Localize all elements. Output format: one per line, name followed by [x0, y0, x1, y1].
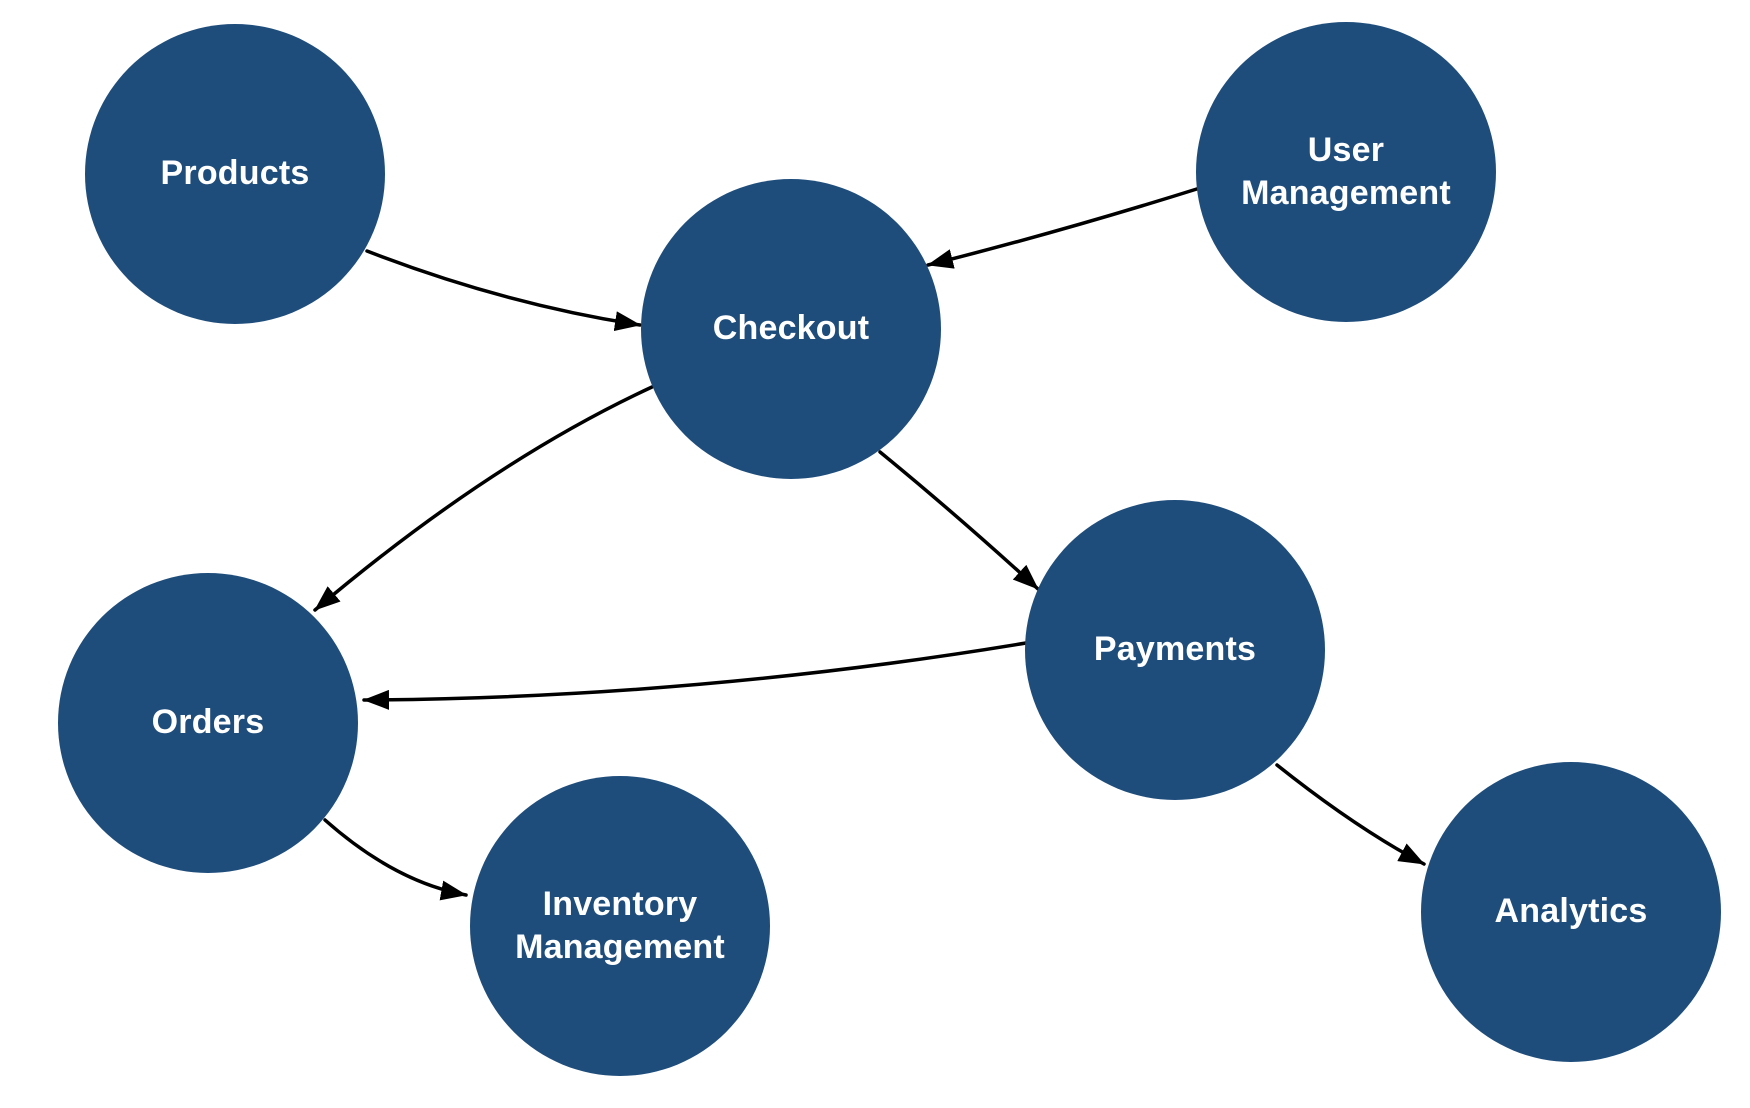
edge-checkout-to-payments[interactable]	[878, 450, 1040, 591]
edge-payments-to-analytics[interactable]	[1275, 763, 1426, 866]
node-analytics-label: Analytics	[1494, 892, 1648, 931]
node-orders[interactable]: Orders	[58, 573, 358, 873]
node-analytics[interactable]: Analytics	[1421, 762, 1721, 1062]
edge-orders-to-inventory-management[interactable]	[323, 818, 468, 901]
edge-user-management-to-checkout[interactable]	[926, 186, 1202, 269]
node-user-management[interactable]: User Management	[1196, 22, 1496, 322]
node-user-management-label: User Management	[1241, 130, 1451, 212]
node-products-label: Products	[160, 154, 310, 193]
node-products[interactable]: Products	[85, 24, 385, 324]
edge-products-to-checkout[interactable]	[365, 249, 642, 332]
node-payments[interactable]: Payments	[1025, 500, 1325, 800]
node-orders-label: Orders	[151, 703, 265, 742]
edge-checkout-to-orders[interactable]	[313, 385, 654, 612]
edge-payments-to-orders[interactable]	[362, 641, 1028, 710]
node-inventory-management[interactable]: Inventory Management	[470, 776, 770, 1076]
node-payments-label: Payments	[1093, 630, 1257, 669]
node-inventory-management-label: Inventory Management	[515, 884, 725, 966]
node-checkout-label: Checkout	[712, 309, 870, 348]
node-checkout[interactable]: Checkout	[641, 179, 941, 479]
